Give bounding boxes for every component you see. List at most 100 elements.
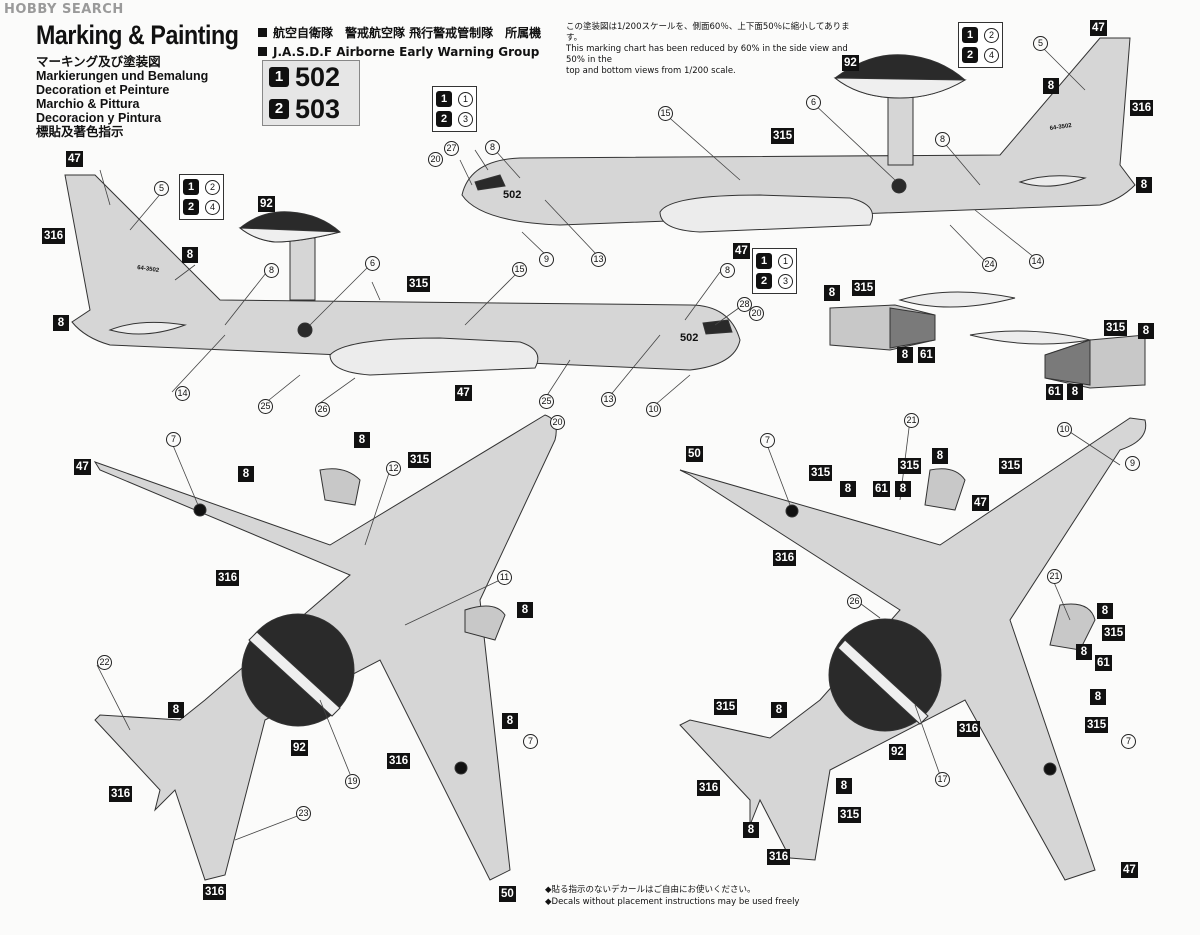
decal-callout: 24 <box>982 257 997 272</box>
paint-code-tag: 47 <box>66 151 83 167</box>
paint-code-tag: 8 <box>743 822 759 838</box>
paint-code-tag: 316 <box>216 570 240 586</box>
paint-code-tag: 8 <box>771 702 787 718</box>
paint-code-tag: 315 <box>1102 625 1126 641</box>
paint-code-tag: 316 <box>387 753 411 769</box>
paint-code-tag: 8 <box>1067 384 1083 400</box>
paint-code-tag: 8 <box>840 481 856 497</box>
paint-code-tag: 61 <box>1095 655 1112 671</box>
watermark: HOBBY SEARCH <box>4 2 124 17</box>
paint-code-tag: 8 <box>517 602 533 618</box>
decal-callout: 9 <box>539 252 554 267</box>
paint-code-tag: 92 <box>889 744 906 760</box>
side-view-upper <box>461 37 1136 233</box>
paint-code-tag: 8 <box>502 713 518 729</box>
decal-callout: 8 <box>935 132 950 147</box>
decal-callout: 10 <box>646 402 661 417</box>
decal-callout: 14 <box>1029 254 1044 269</box>
fuselage-code-upper: 502 <box>503 189 521 201</box>
paint-code-tag: 8 <box>182 247 198 263</box>
paint-code-tag: 47 <box>74 459 91 475</box>
paint-code-tag: 8 <box>895 481 911 497</box>
footnote-ja: ◆貼る指示のないデカールはご自由にお使いください。 <box>545 885 756 895</box>
decal-callout: 10 <box>1057 422 1072 437</box>
paint-code-tag: 315 <box>1104 320 1128 336</box>
unit-line-en: J.A.S.D.F Airborne Early Warning Group <box>258 43 541 62</box>
paint-code-tag: 316 <box>773 550 797 566</box>
paint-code-tag: 8 <box>897 347 913 363</box>
decal-callout: 7 <box>760 433 775 448</box>
top-view-left <box>93 414 557 881</box>
decal-callout: 22 <box>97 655 112 670</box>
paint-code-tag: 47 <box>1090 20 1107 36</box>
paint-code-tag: 316 <box>1130 100 1154 116</box>
decal-callout: 19 <box>345 774 360 789</box>
language-title: Decoration et Peinture <box>36 83 170 97</box>
paint-code-tag: 315 <box>1085 717 1109 733</box>
decal-callout: 15 <box>658 106 673 121</box>
decal-callout: 8 <box>264 263 279 278</box>
paint-code-tag: 315 <box>809 465 833 481</box>
decal-callout: 6 <box>806 95 821 110</box>
unit-description: 航空自衛隊 警戒航空隊 飛行警戒管制隊 所属機 J.A.S.D.F Airbor… <box>258 24 541 62</box>
language-title: マーキング及び塗装図 <box>36 55 161 69</box>
paint-code-tag: 315 <box>838 807 862 823</box>
fuselage-code-lower: 502 <box>680 332 698 344</box>
paint-code-tag: 8 <box>53 315 69 331</box>
paint-code-tag: 8 <box>354 432 370 448</box>
decal-callout: 20 <box>428 152 443 167</box>
language-titles: マーキング及び塗装図 Markierungen und Bemalung Dec… <box>36 55 208 139</box>
decal-callout: 9 <box>1125 456 1140 471</box>
decal-callout: 7 <box>166 432 181 447</box>
scale-note: この塗装図は1/200スケールを、側面60％、上下面50％に縮小してあります。 … <box>566 22 850 76</box>
page-title: Marking & Painting <box>36 20 239 50</box>
paint-code-tag: 315 <box>714 699 738 715</box>
paint-code-tag: 8 <box>932 448 948 464</box>
decal-callout: 8 <box>485 140 500 155</box>
decal-callout: 20 <box>550 415 565 430</box>
tail-code-upper: 64-3502 <box>1049 123 1072 132</box>
decal-callout: 23 <box>296 806 311 821</box>
footnote-en: ◆Decals without placement instructions m… <box>545 897 800 907</box>
language-title: 標貼及著色指示 <box>36 125 124 139</box>
callout-lines <box>96 44 1121 841</box>
decal-callout: 26 <box>315 402 330 417</box>
paint-code-tag: 8 <box>1136 177 1152 193</box>
decal-callout: 7 <box>1121 734 1136 749</box>
paint-code-tag: 316 <box>957 721 981 737</box>
paint-code-tag: 47 <box>455 385 472 401</box>
decal-callout: 17 <box>935 772 950 787</box>
paint-code-tag: 47 <box>972 495 989 511</box>
decal-callout: 25 <box>258 399 273 414</box>
top-view-right <box>679 417 1147 881</box>
paint-code-tag: 315 <box>852 280 876 296</box>
decal-callout: 26 <box>847 594 862 609</box>
paint-code-tag: 316 <box>109 786 133 802</box>
paint-code-tag: 316 <box>767 849 791 865</box>
decal-callout: 21 <box>1047 569 1062 584</box>
paint-code-tag: 47 <box>733 243 750 259</box>
footnotes: ◆貼る指示のないデカールはご自由にお使いください。 ◆Decals withou… <box>545 884 799 908</box>
paint-code-tag: 8 <box>238 466 254 482</box>
tail-code-lower: 64-3502 <box>137 265 160 274</box>
decal-callout: 8 <box>720 263 735 278</box>
decal-callout: 13 <box>601 392 616 407</box>
language-title: Marchio & Pittura <box>36 97 140 111</box>
paint-code-tag: 61 <box>918 347 935 363</box>
paint-code-tag: 316 <box>697 780 721 796</box>
unit-line-ja: 航空自衛隊 警戒航空隊 飛行警戒管制隊 所属機 <box>258 24 541 43</box>
paint-code-tag: 315 <box>999 458 1023 474</box>
paint-code-tag: 61 <box>1046 384 1063 400</box>
decal-callout: 28 <box>737 297 752 312</box>
paint-code-tag: 92 <box>842 55 859 71</box>
paint-code-tag: 8 <box>824 285 840 301</box>
decal-callout: 15 <box>512 262 527 277</box>
decal-callout: 5 <box>1033 36 1048 51</box>
paint-code-tag: 316 <box>203 884 227 900</box>
